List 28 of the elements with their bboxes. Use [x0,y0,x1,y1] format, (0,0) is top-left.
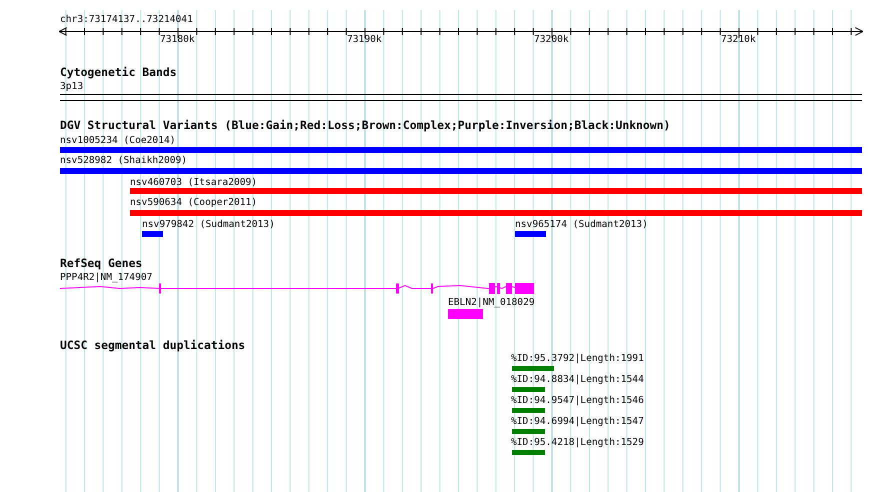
track-title: UCSC segmental duplications [60,340,246,351]
tick-label: 73190k [347,34,382,45]
feature-label: %ID:94.6994|Length:1547 [511,416,644,427]
track-title: RefSeq Genes [60,258,142,269]
feature-label: %ID:95.4218|Length:1529 [511,437,644,448]
feature-label: nsv965174 (Sudmant2013) [515,219,648,230]
position-label: chr3:73174137..73214041 [60,14,193,25]
feature-label: nsv528982 (Shaikh2009) [60,155,188,166]
feature-track [130,197,862,216]
feature-label: %ID:94.8834|Length:1544 [511,374,644,385]
band-label: 3p13 [60,81,84,92]
feature-track [60,135,862,153]
track-title: Cytogenetic Bands [60,67,177,78]
tick-label: 73210k [721,34,756,45]
gene-feature [60,272,534,294]
feature-track [130,177,862,194]
feature-label: %ID:94.9547|Length:1546 [511,395,644,406]
feature-label: EBLN2|NM_018029 [448,297,535,308]
tick-label: 73180k [160,34,195,45]
feature-label: nsv590634 (Cooper2011) [130,197,258,208]
feature-label: nsv979842 (Sudmant2013) [142,219,275,230]
feature-label: %ID:95.3792|Length:1991 [511,353,644,364]
feature-track [60,155,862,174]
track-title: DGV Structural Variants (Blue:Gain;Red:Loss;Brown:Complex;Purple:Inversion;Black:Unknown) [60,120,670,131]
tick-label: 73200k [534,34,569,45]
feature-label: nsv1005234 (Coe2014) [60,135,176,146]
feature-label: PPP4R2|NM_174907 [60,272,152,283]
feature-label: nsv460703 (Itsara2009) [130,177,258,188]
